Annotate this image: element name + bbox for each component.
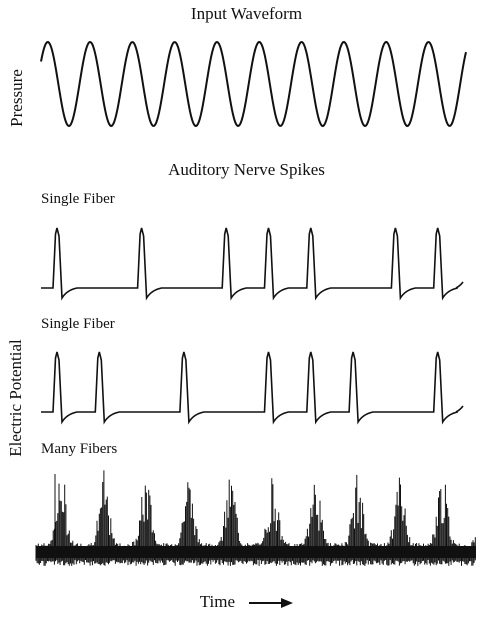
- single-fiber-label-2: Single Fiber: [41, 316, 115, 332]
- time-axis: Time: [0, 592, 493, 612]
- auditory-spikes-title: Auditory Nerve Spikes: [168, 160, 325, 179]
- input-waveform-curve: [40, 40, 467, 128]
- single-fiber-trace-2: [41, 351, 464, 425]
- time-axis-label: Time: [199, 592, 236, 611]
- many-fibers-trace: [35, 470, 476, 566]
- single-fiber-label-1: Single Fiber: [41, 191, 115, 207]
- input-waveform-title: Input Waveform: [190, 4, 303, 23]
- many-fibers-label: Many Fibers: [41, 441, 118, 457]
- single-fiber-trace-1: [41, 227, 464, 301]
- time-arrow-icon: [249, 598, 294, 609]
- many-fibers-spikes: [35, 470, 476, 566]
